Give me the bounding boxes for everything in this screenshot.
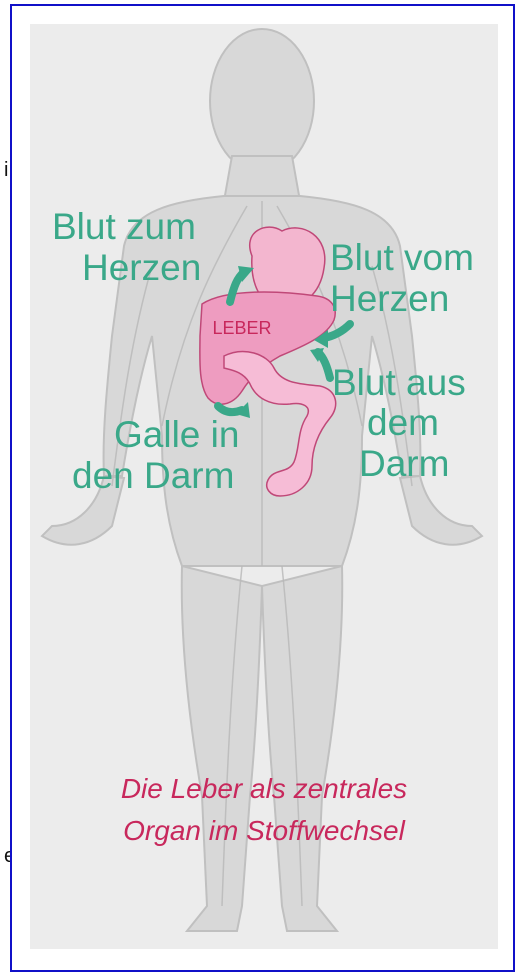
left-leg-shape <box>182 566 262 931</box>
label-blood-from-heart-line1: Blut vom <box>330 237 474 278</box>
right-leg-shape <box>262 566 342 931</box>
label-blood-to-heart-line2: Herzen <box>82 247 201 288</box>
anatomy-figure: LEBER Blut zum Herzen Blut vom Herzen Bl… <box>12 6 515 972</box>
label-blood-from-gut-line1: Blut aus <box>332 362 466 403</box>
caption-line2: Organ im Stoffwechsel <box>123 815 405 846</box>
edge-text-fragment-left: i <box>4 160 8 180</box>
caption-line1: Die Leber als zentrales <box>121 773 407 804</box>
right-arm-shape <box>400 476 482 545</box>
figure-frame: LEBER Blut zum Herzen Blut vom Herzen Bl… <box>10 4 515 972</box>
label-blood-from-gut-line2: dem <box>367 402 439 443</box>
label-blood-to-heart-line1: Blut zum <box>52 206 196 247</box>
label-blood-from-heart-line2: Herzen <box>330 278 449 319</box>
neck-shape <box>224 156 300 201</box>
label-bile-to-gut-line2: den Darm <box>72 455 234 496</box>
label-bile-to-gut-line1: Galle in <box>114 414 239 455</box>
label-blood-from-gut-line3: Darm <box>359 443 449 484</box>
head-shape <box>210 29 314 173</box>
liver-label: LEBER <box>212 318 271 338</box>
